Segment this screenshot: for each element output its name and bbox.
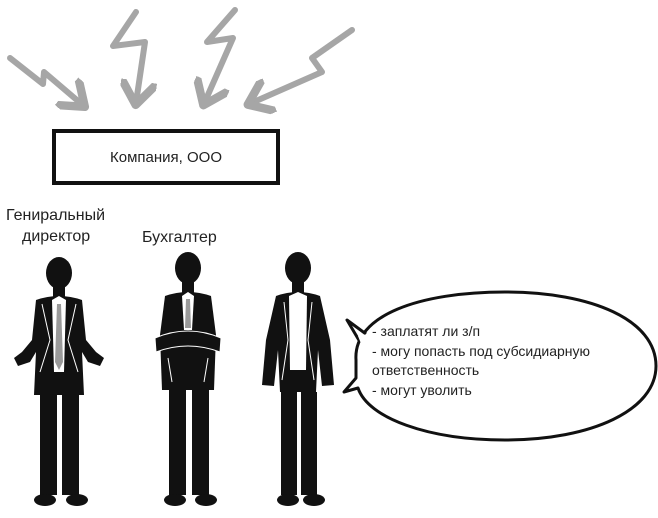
ceo-label: Гениральный директор [6,205,126,247]
company-label: Компания, ООО [110,148,222,166]
company-box: Компания, ООО [52,129,280,185]
lightning-arrows [7,7,355,101]
ceo-figure [14,257,104,506]
bubble-line: - заплатят ли з/п [372,323,481,339]
lightning-arrow-icon [110,9,145,96]
bubble-line: - могут уволить [372,381,472,398]
employee-figure [262,252,334,506]
lightning-arrow-icon [7,55,78,101]
speech-bubble-icon [342,290,658,442]
lightning-arrow-icon [207,7,238,97]
accountant-label: Бухгалтер [142,229,217,246]
ceo-label-line2: директор [22,228,91,245]
bubble-line: ответственность [372,362,480,378]
speech-bubble-text: - заплатят ли з/п - могу попасть под суб… [372,322,652,400]
accountant-figure [154,252,222,506]
bubble-line: - могу попасть под субсидиарную [372,342,591,359]
lightning-arrow-icon [256,27,355,101]
ceo-label-line1: Гениральный [6,207,106,224]
